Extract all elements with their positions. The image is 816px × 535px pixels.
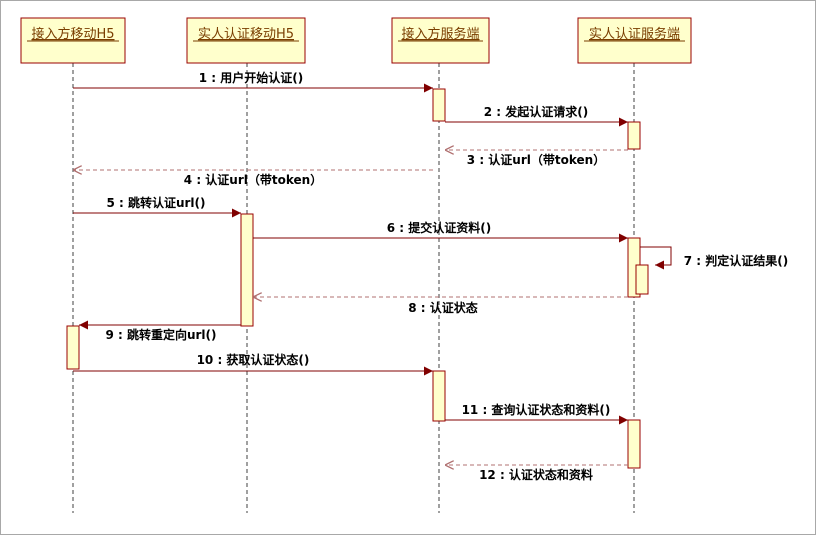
message-label: 10 : 获取认证状态(): [197, 352, 310, 367]
message-label: 12 : 认证状态和资料: [479, 467, 593, 482]
message-label: 6 : 提交认证资料(): [387, 220, 491, 235]
message-label: 3 : 认证url（带token）: [467, 152, 605, 167]
participant-name: 接入方服务端: [401, 26, 479, 42]
message-label: 5 : 跳转认证url(): [106, 195, 205, 210]
message-label: 9 : 跳转重定向url(): [105, 327, 216, 342]
activation-bar: [432, 370, 446, 422]
message-label: 4 : 认证url（带token）: [184, 172, 322, 187]
self-message-arrow: [640, 246, 672, 270]
message-label: 8 : 认证状态: [408, 300, 478, 315]
activation-bar: [66, 325, 80, 370]
activation-bar: [240, 213, 254, 327]
message-label: 1 : 用户开始认证(): [199, 70, 303, 85]
participant-name: 接入方移动H5: [31, 26, 114, 42]
activation-bar: [635, 264, 649, 295]
message-label: 2 : 发起认证请求(): [484, 104, 588, 119]
activation-bar: [432, 88, 446, 122]
activation-bar: [627, 121, 641, 150]
message-label: 11 : 查询认证状态和资料(): [462, 402, 611, 417]
participant-name: 实人认证移动H5: [198, 27, 294, 42]
activation-bar: [627, 419, 641, 469]
participant-name: 实人认证服务端: [589, 26, 680, 42]
message-label: 7 : 判定认证结果(): [684, 253, 788, 268]
